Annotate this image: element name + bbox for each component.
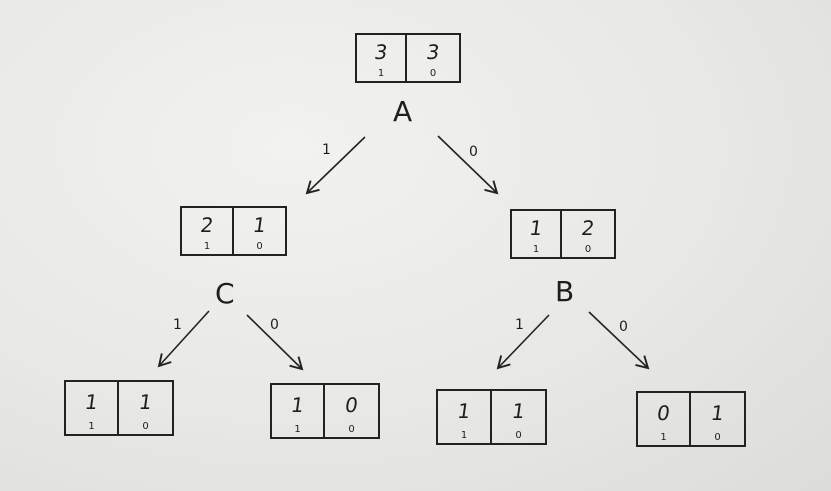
leaf-b1-left-sub: 1 (460, 430, 468, 441)
node-b-label: B (555, 275, 575, 308)
node-a-right-count: 3 (424, 40, 442, 64)
node-b-right-cell: 2 0 (560, 211, 614, 257)
arrow-a-to-c (305, 136, 366, 195)
node-b-right-count: 2 (579, 216, 597, 240)
node-c-left-sub: 1 (203, 241, 211, 252)
leaf-b1-left-cell: 1 1 (438, 391, 490, 443)
arrow-a-to-b (437, 135, 499, 195)
leaf-b0-left-count: 0 (655, 401, 672, 425)
leaf-b0-right-cell: 1 0 (689, 393, 744, 445)
leaf-b1-right-cell: 1 0 (490, 391, 545, 443)
leaf-c0-box: 1 1 0 0 (270, 383, 380, 439)
arrow-c-to-c0 (246, 314, 304, 371)
leaf-c0-left-cell: 1 1 (272, 385, 323, 437)
node-c-label: C (215, 277, 235, 310)
leaf-c1-left-cell: 1 1 (66, 382, 117, 434)
leaf-b0-box: 0 1 1 0 (636, 391, 746, 447)
node-a-right-sub: 0 (429, 68, 437, 79)
leaf-c0-right-cell: 0 0 (323, 385, 378, 437)
leaf-b1-box: 1 1 1 0 (436, 389, 547, 445)
leaf-c1-right-sub: 0 (142, 421, 149, 432)
node-b-left-sub: 1 (532, 244, 540, 255)
leaf-b1-right-count: 1 (510, 399, 527, 423)
leaf-c1-box: 1 1 1 0 (64, 380, 174, 436)
node-a-left-count: 3 (372, 40, 390, 64)
leaf-c1-left-count: 1 (83, 390, 100, 414)
leaf-c1-left-sub: 1 (88, 421, 95, 432)
leaf-c0-right-sub: 0 (348, 424, 355, 435)
leaf-c0-right-count: 0 (343, 393, 360, 417)
edge-a-c-label: 1 (322, 142, 331, 158)
leaf-b1-right-sub: 0 (515, 430, 522, 441)
node-c-right-sub: 0 (256, 241, 263, 252)
node-b-box: 1 1 2 0 (510, 209, 616, 259)
arrow-c-to-c1 (157, 310, 210, 368)
node-b-right-sub: 0 (584, 244, 592, 255)
leaf-b0-right-count: 1 (709, 401, 726, 425)
arrow-b-to-b1 (496, 314, 550, 370)
leaf-b0-left-cell: 0 1 (638, 393, 689, 445)
leaf-c0-left-sub: 1 (294, 424, 301, 435)
edge-c-c0-label: 0 (270, 317, 279, 333)
node-a-left-cell: 3 1 (357, 35, 405, 81)
arrow-b-to-b0 (588, 311, 650, 370)
node-b-left-count: 1 (527, 216, 545, 240)
leaf-b0-right-sub: 0 (714, 432, 721, 443)
leaf-b0-left-sub: 1 (660, 432, 667, 443)
edge-b-b0-label: 0 (619, 319, 628, 335)
node-c-right-cell: 1 0 (232, 208, 285, 254)
leaf-c0-left-count: 1 (289, 393, 306, 417)
node-c-right-count: 1 (251, 213, 268, 237)
node-a-label: A (393, 95, 413, 128)
leaf-c1-right-count: 1 (137, 390, 154, 414)
leaf-c1-right-cell: 1 0 (117, 382, 172, 434)
edge-c-c1-label: 1 (173, 317, 182, 333)
node-a-left-sub: 1 (377, 68, 385, 79)
node-c-box: 2 1 1 0 (180, 206, 287, 256)
node-a-right-cell: 3 0 (405, 35, 459, 81)
leaf-b1-left-count: 1 (455, 399, 473, 423)
node-b-left-cell: 1 1 (512, 211, 560, 257)
edge-b-b1-label: 1 (515, 317, 524, 333)
node-c-left-cell: 2 1 (182, 208, 232, 254)
edge-a-b-label: 0 (469, 144, 478, 160)
node-a-box: 3 1 3 0 (355, 33, 461, 83)
node-c-left-count: 2 (198, 213, 216, 237)
